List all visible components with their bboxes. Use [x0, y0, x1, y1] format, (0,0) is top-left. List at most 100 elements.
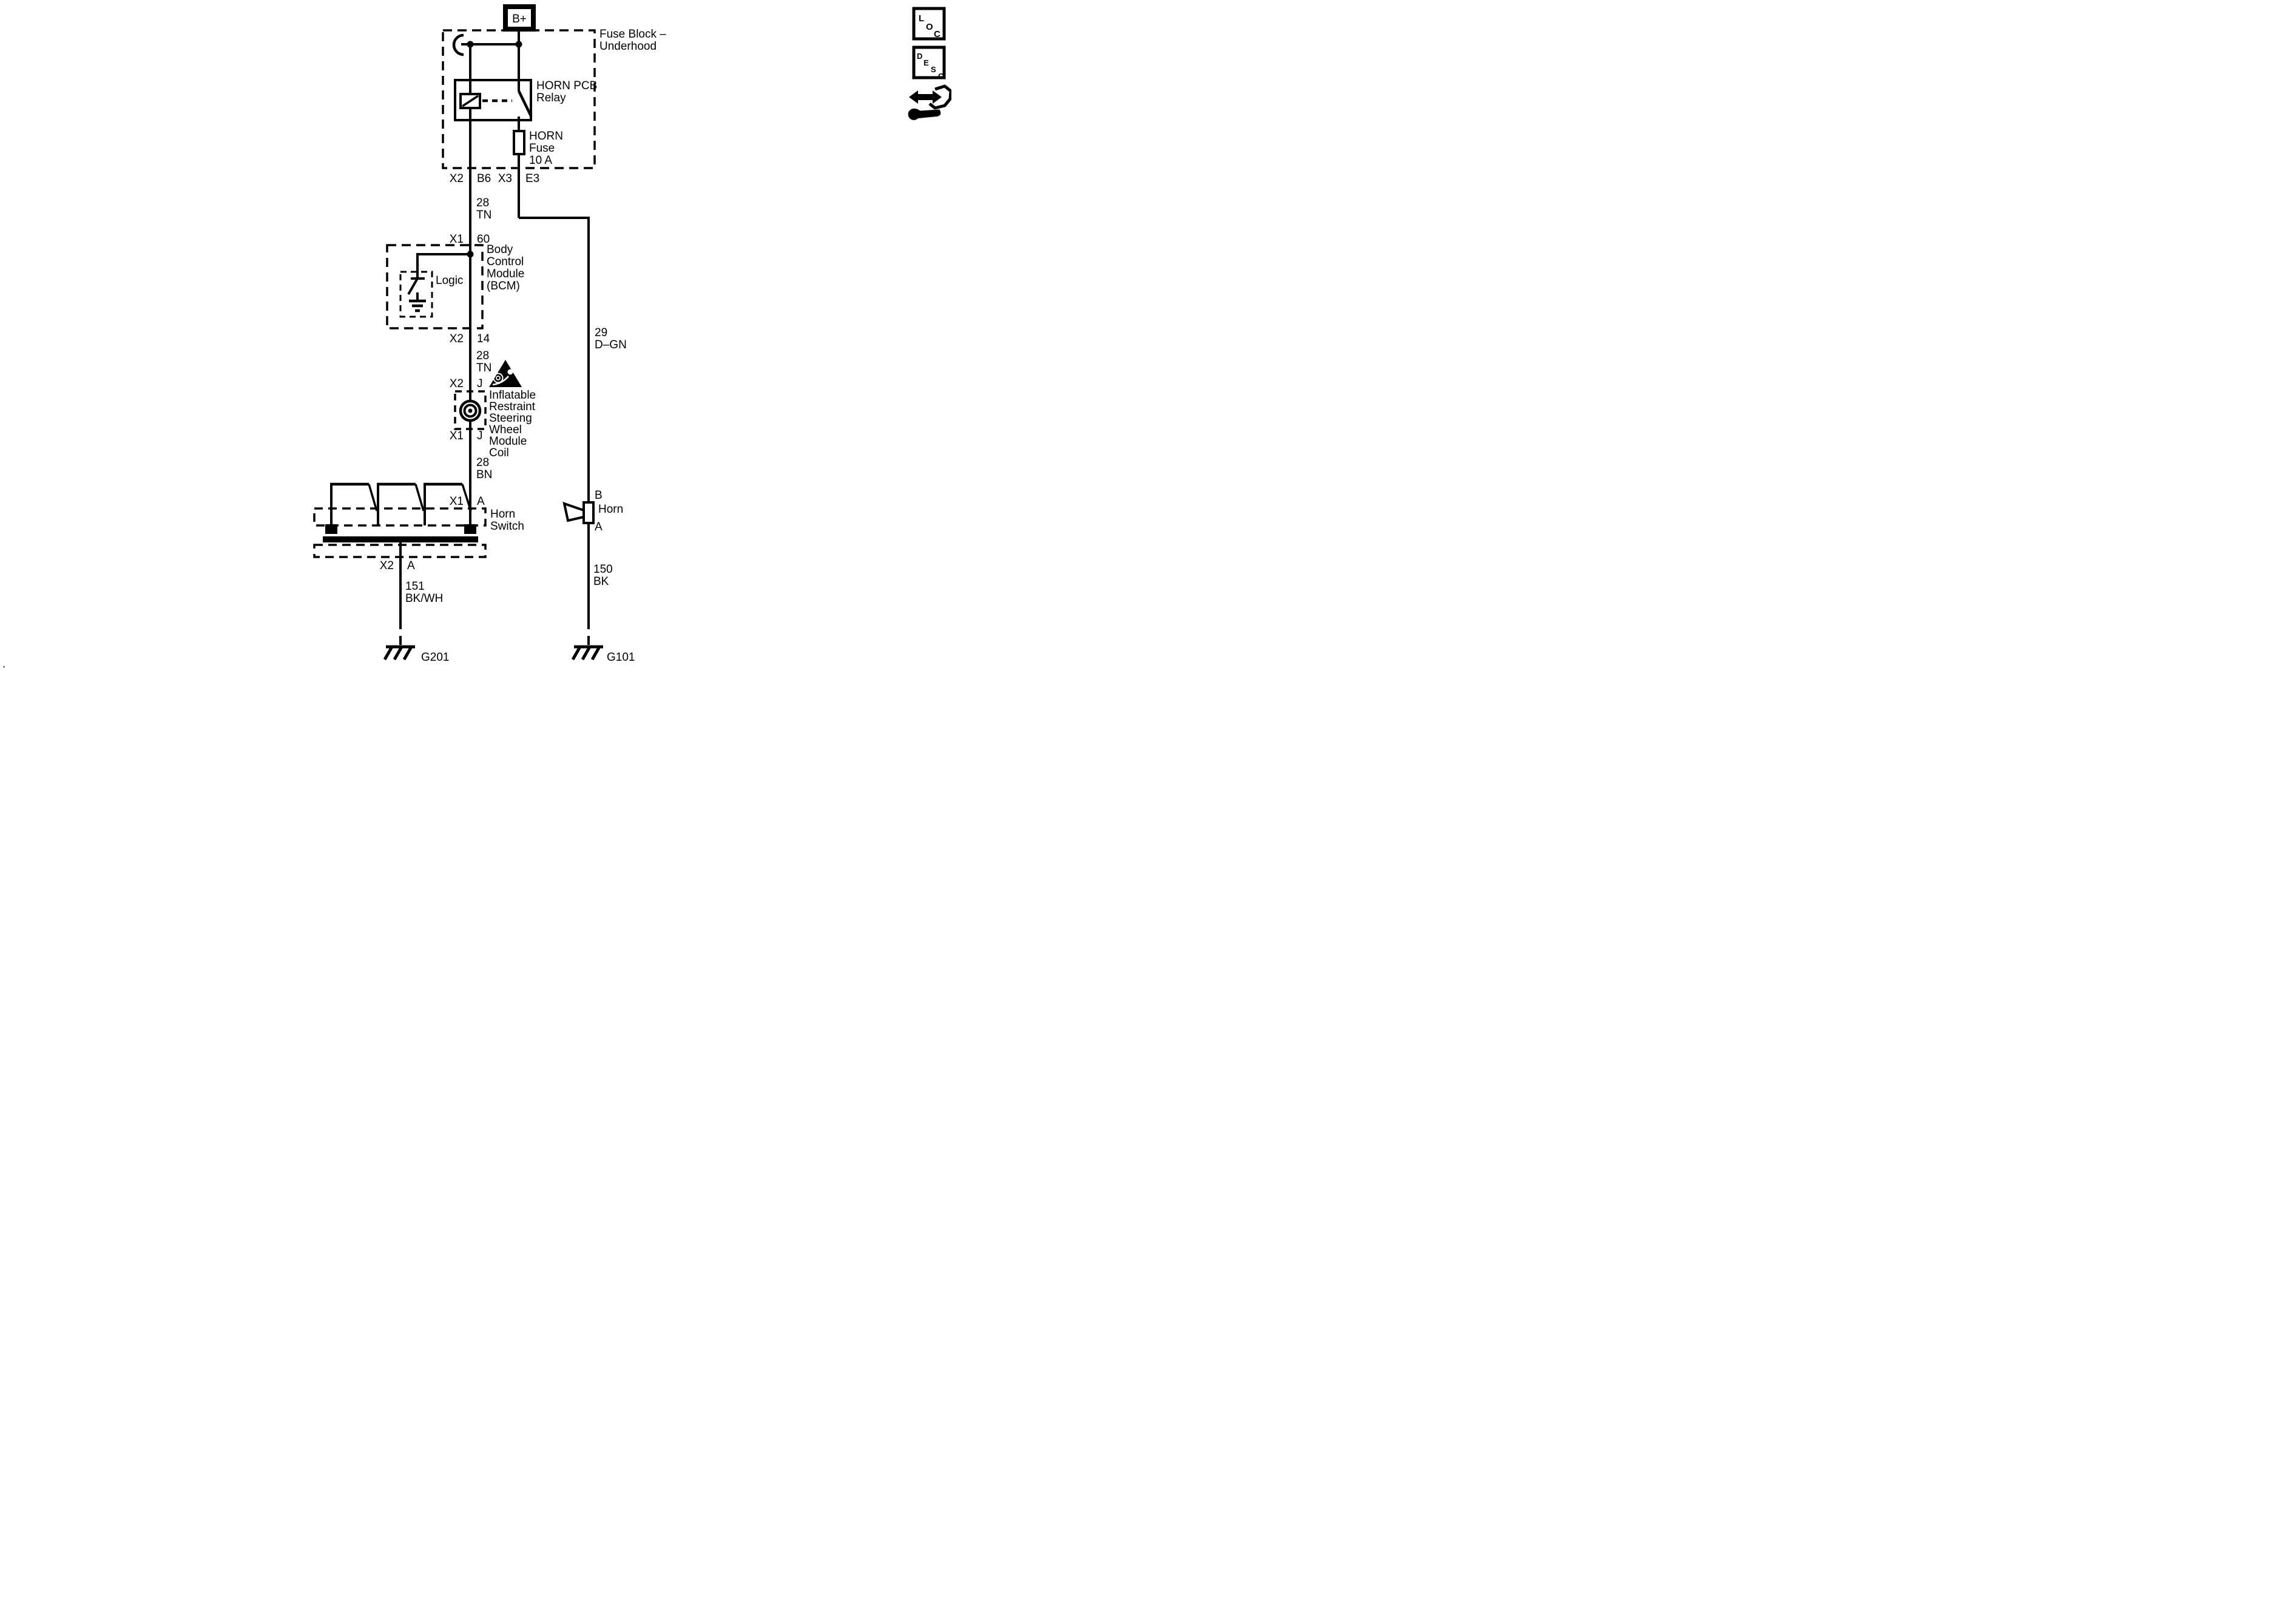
- wrench-icon: [908, 108, 941, 120]
- wire-label-150: 150: [593, 563, 613, 576]
- coil-label-5: Module: [489, 435, 527, 448]
- ground-slash-2: [393, 646, 403, 661]
- horn-fuse: HORN Fuse 10 A: [513, 130, 563, 218]
- pin-j2: J: [477, 430, 483, 442]
- horn-label: Horn: [598, 503, 623, 516]
- coil-label-3: Steering: [489, 412, 532, 425]
- ground-label-g101: G101: [607, 651, 635, 664]
- pin-j1: J: [477, 377, 483, 390]
- bcm-box: [386, 244, 484, 329]
- contact-pad-right: [464, 524, 476, 534]
- desc-button-box[interactable]: [912, 46, 946, 79]
- wire-29-dgn: [519, 217, 590, 504]
- pin-e3: E3: [525, 172, 539, 185]
- bplus-label: B+: [512, 13, 527, 25]
- fuse-label-2: Fuse: [529, 142, 555, 155]
- switch-blade-2: [414, 484, 425, 511]
- horn-body: [582, 501, 595, 524]
- horn-device: B Horn A 150 BK: [562, 489, 623, 620]
- contact-ring-bar: [323, 536, 478, 542]
- pin-x1c: X1: [450, 495, 464, 508]
- loc-letter-c: C: [934, 29, 940, 39]
- wire-label-29: 29: [595, 326, 607, 339]
- pin-14: 14: [477, 333, 490, 345]
- coil-spiral-mid: [463, 403, 478, 418]
- wire-label-dgn: D–GN: [595, 339, 627, 351]
- horn-switch-assembly: Horn Switch: [313, 482, 524, 620]
- switch-blade-3: [461, 484, 472, 511]
- horn-bell: [562, 501, 585, 522]
- fuse-block-underhood: Fuse Block – Underhood HORN PCB Relay HO…: [442, 28, 666, 245]
- pin-x2d: X2: [380, 559, 394, 572]
- jump-to-repair-icon[interactable]: [908, 84, 951, 120]
- warning-airbag-outer: [493, 373, 504, 383]
- pin-b6: B6: [477, 172, 491, 185]
- scan-artifact-dot: .: [2, 658, 5, 670]
- wire-label-151: 151: [405, 580, 425, 593]
- relay-label-2: Relay: [536, 92, 566, 104]
- coil-label-6: Coil: [489, 447, 509, 459]
- coil-label-1: Inflatable: [489, 389, 536, 402]
- wire-label-28b: 28: [476, 349, 489, 362]
- double-arrow-icon: [909, 90, 942, 104]
- ground-slash-3: [590, 646, 601, 661]
- wire-label-28: 28: [476, 197, 489, 209]
- relay-box: [454, 79, 532, 121]
- switch-blade-1: [368, 484, 378, 511]
- relay-label-1: HORN PCB: [536, 79, 597, 92]
- ground-slash-3: [402, 646, 413, 661]
- ground-g201: G201: [383, 620, 449, 664]
- desc-letter-e: E: [923, 58, 929, 67]
- logic-switch-blade: [407, 278, 419, 295]
- sir-warning-icon: [489, 360, 522, 387]
- desc-letter-c: C: [938, 72, 944, 81]
- horn-switch-box: [313, 507, 487, 527]
- pin-x1b: X1: [450, 430, 464, 442]
- ground-label-g201: G201: [421, 651, 449, 664]
- warning-person-body: [492, 376, 509, 386]
- bplus-terminal: B+: [503, 4, 536, 32]
- wiring-diagram-page: B+ Fuse Block – Underhood HORN PCB Relay: [0, 0, 951, 670]
- wire-label-bk: BK: [593, 575, 609, 588]
- bcm-label-1: Body: [487, 243, 513, 256]
- horn-feed-wire: 29 D–GN: [519, 217, 627, 504]
- horn-switch-label-2: Switch: [490, 520, 524, 533]
- fuse-label-3: 10 A: [529, 154, 552, 167]
- wire-label-bkwh: BK/WH: [405, 592, 443, 605]
- pin-60: 60: [477, 233, 490, 246]
- loc-button[interactable]: L O C: [912, 7, 946, 41]
- pin-a1: A: [477, 495, 485, 508]
- pin-a2: A: [407, 559, 415, 572]
- ground-slash-2: [581, 646, 592, 661]
- warning-person-head: [507, 369, 513, 375]
- fuse-block-label-2: Underhood: [599, 40, 657, 53]
- logic-label: Logic: [436, 274, 463, 287]
- ground-g101: G101: [571, 620, 635, 664]
- wire-label-tnb: TN: [476, 362, 491, 374]
- pin-x2: X2: [450, 172, 464, 185]
- fuse-symbol: [513, 130, 525, 155]
- bcm-logic-branch: [416, 253, 470, 272]
- coil-label-2: Restraint: [489, 400, 536, 413]
- fuse-block-label-1: Fuse Block –: [599, 28, 666, 41]
- warning-airbag-inner: [496, 376, 501, 380]
- bcm-label-3: Module: [487, 268, 524, 280]
- loc-button-box[interactable]: [912, 7, 946, 41]
- body-control-module: Body Control Module (BCM) Logic: [386, 243, 524, 391]
- desc-button[interactable]: D E S C: [912, 46, 946, 81]
- hand-outline-icon: [928, 84, 951, 110]
- wire-label-bn: BN: [476, 468, 492, 481]
- horn-switch-label-1: Horn: [490, 508, 515, 521]
- desc-letter-d: D: [917, 52, 922, 61]
- horn-switch-contacts: [330, 482, 472, 525]
- coil-label-4: Wheel: [489, 424, 522, 436]
- fuse-label-1: HORN: [529, 130, 563, 143]
- loc-letter-o: O: [926, 22, 933, 32]
- wire-label-tn: TN: [476, 209, 491, 221]
- pin-x3: X3: [498, 172, 512, 185]
- horn-circuit-diagram: B+ Fuse Block – Underhood HORN PCB Relay: [2, 4, 951, 670]
- pin-b: B: [595, 489, 603, 502]
- pin-x1: X1: [450, 233, 464, 246]
- pin-a3: A: [595, 521, 603, 533]
- inline-connector-hook: [452, 33, 464, 56]
